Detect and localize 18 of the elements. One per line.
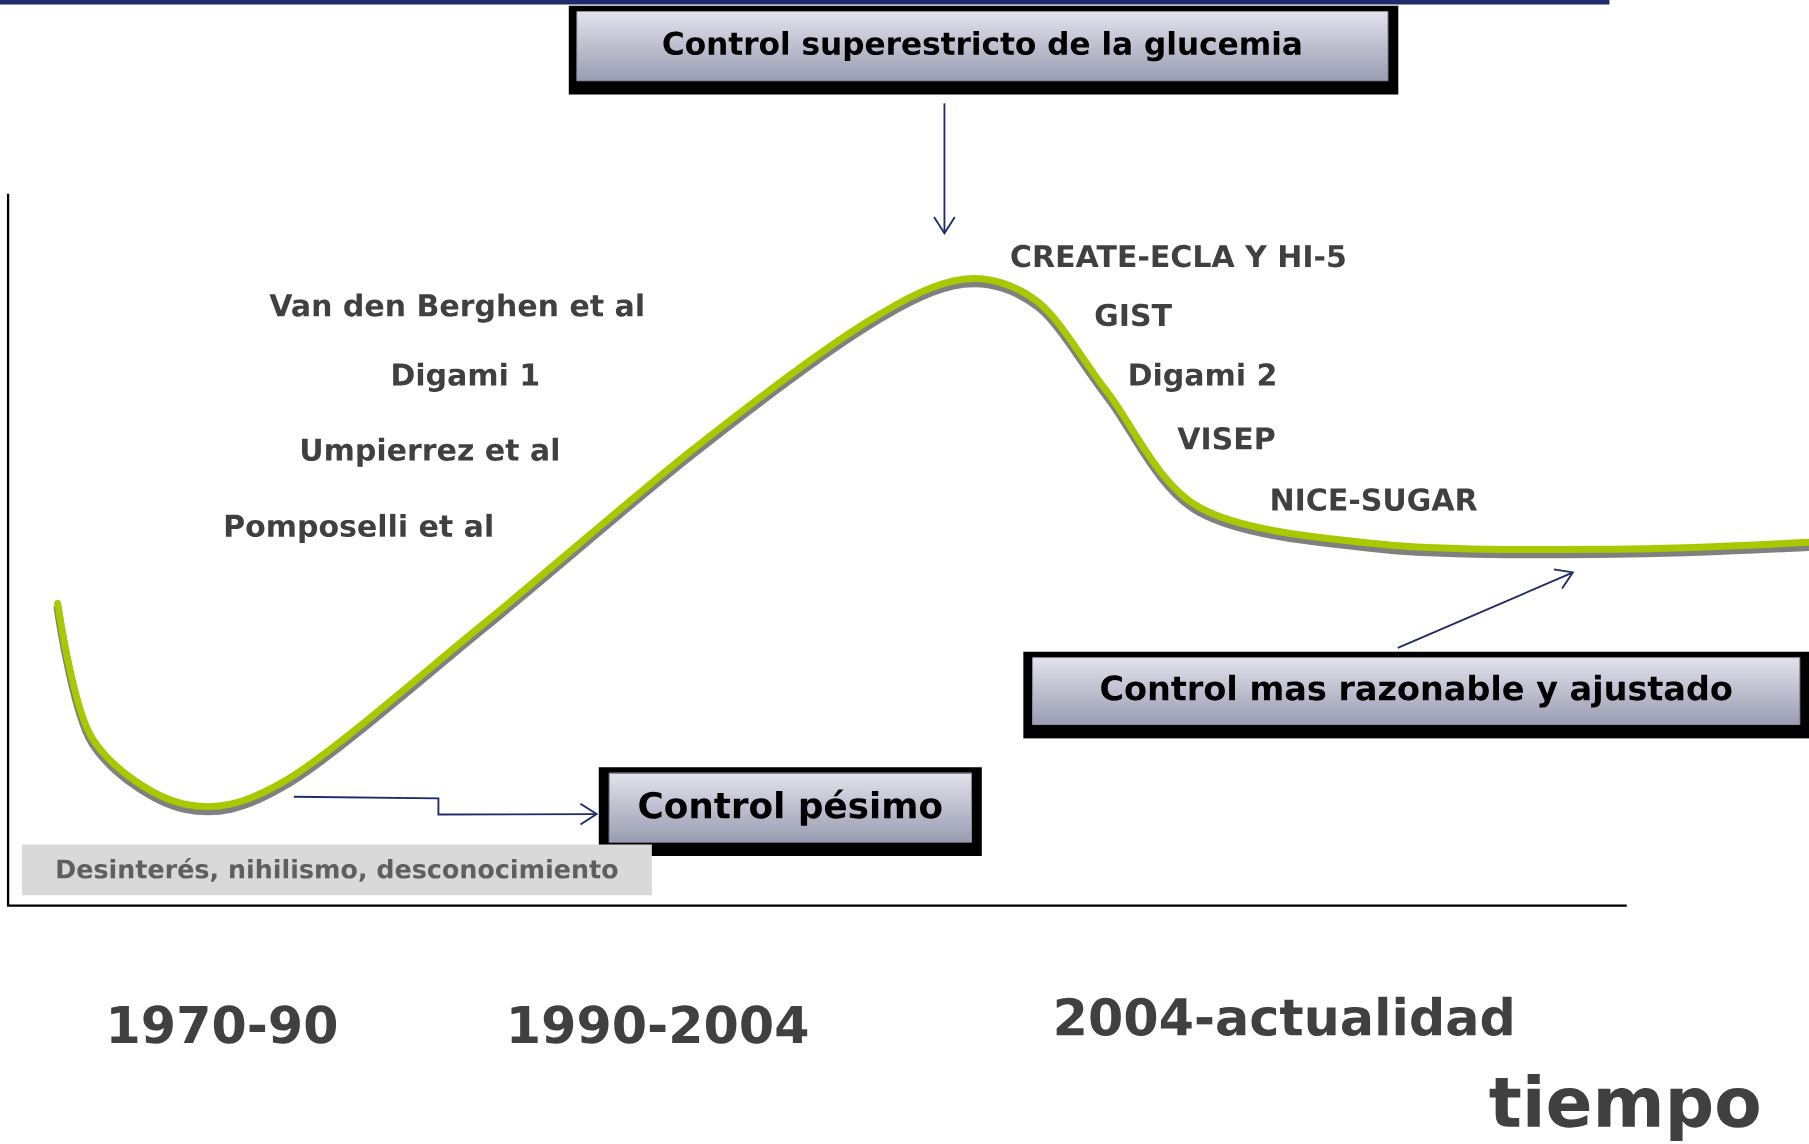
- period-label: 1970-90: [111, 1005, 337, 1044]
- axis-title: tiempo: [1489, 1073, 1759, 1141]
- button-box: Control superestricto de la glucemia: [568, 5, 1399, 95]
- study-label: Umpierrez et al: [302, 437, 558, 467]
- study-label: Van den Berghen et al: [269, 293, 643, 323]
- button-box: Control pésimo: [598, 767, 982, 856]
- study-label: GIST: [1095, 303, 1172, 327]
- study-label: NICE-SUGAR: [1272, 488, 1478, 511]
- study-label: Digami 1: [393, 362, 539, 392]
- study-label: Pomposelli et al: [225, 513, 492, 543]
- arrow: [292, 795, 599, 826]
- study-label: VISEP: [1177, 426, 1275, 450]
- arrow: [933, 102, 956, 235]
- note-box: Desinterés, nihilismo, desconocimiento: [21, 844, 652, 896]
- period-label: 2004-actualidad: [1056, 996, 1512, 1036]
- arrow: [1396, 568, 1575, 649]
- study-label: Digami 2: [1130, 362, 1275, 392]
- period-label: 1990-2004: [511, 1005, 808, 1044]
